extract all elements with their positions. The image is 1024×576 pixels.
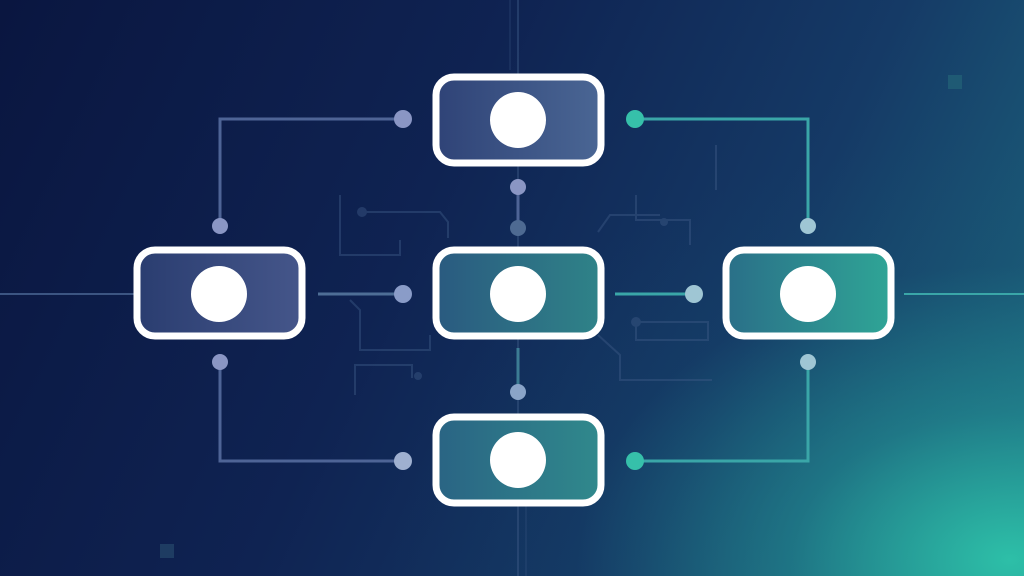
connector-dot xyxy=(626,110,644,128)
circuit-trace xyxy=(635,195,691,245)
circuit-node-dot xyxy=(631,317,641,327)
connector-dot xyxy=(626,452,644,470)
circuit-trace xyxy=(349,299,431,351)
node-center-dot xyxy=(490,266,546,322)
node-top-dot xyxy=(490,92,546,148)
connector-dot xyxy=(800,354,816,370)
circuit-trace xyxy=(354,364,413,395)
connector-left-bottom xyxy=(218,362,403,463)
circuit-trace xyxy=(362,211,449,238)
node-top xyxy=(432,73,605,167)
connector-dot xyxy=(394,285,412,303)
connector-dot xyxy=(510,179,526,195)
connector-dot xyxy=(212,354,228,370)
node-bottom-dot xyxy=(490,432,546,488)
connector-dot xyxy=(212,218,228,234)
connector-dot xyxy=(394,452,412,470)
connector-dot xyxy=(800,218,816,234)
connector-dots xyxy=(212,110,816,470)
decorative-square xyxy=(160,544,174,558)
connector-left-top xyxy=(218,117,403,226)
connector-dot xyxy=(394,110,412,128)
node-center xyxy=(432,246,605,340)
circuit-node-dot xyxy=(660,218,668,226)
circuit-trace xyxy=(339,195,401,256)
connector-dot xyxy=(510,220,526,236)
connector-top-right xyxy=(635,117,810,226)
connector-dot xyxy=(685,285,703,303)
connector-dot xyxy=(510,384,526,400)
node-left xyxy=(133,246,306,340)
circuit-trace xyxy=(597,214,660,233)
circuit-node-dot xyxy=(357,207,367,217)
node-right-dot xyxy=(780,266,836,322)
connector-bottom-right xyxy=(635,362,810,463)
node-right xyxy=(722,246,895,340)
node-bottom xyxy=(432,413,605,507)
decorative-square xyxy=(948,75,962,89)
circuit-trace xyxy=(597,334,712,381)
circuit-node-dot xyxy=(414,372,422,380)
circuit-chip xyxy=(635,321,709,341)
node-left-dot xyxy=(191,266,247,322)
